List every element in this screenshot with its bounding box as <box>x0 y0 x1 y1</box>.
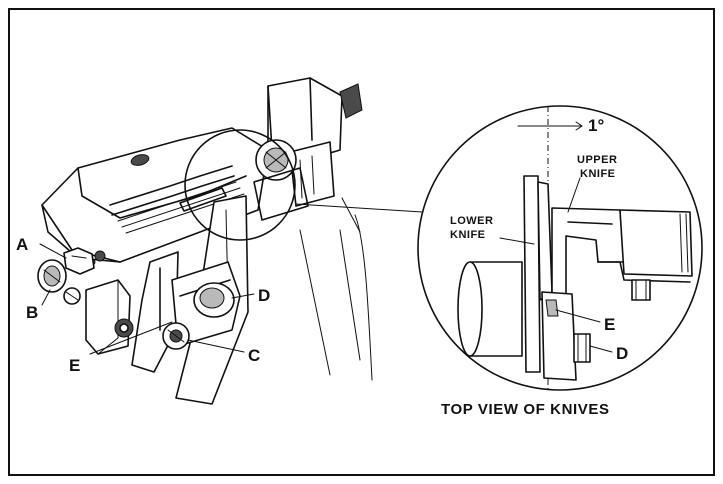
upper-knife <box>551 207 693 315</box>
shaft <box>457 261 523 357</box>
detail-circle <box>417 105 703 391</box>
lower-knife-label-2: KNIFE <box>450 229 486 241</box>
leader-b <box>41 289 51 306</box>
leader-lower-knife <box>499 237 535 245</box>
leader-a <box>39 243 67 259</box>
slot-hole <box>130 154 150 166</box>
detail-connector <box>295 203 423 213</box>
detail-label-d: D <box>616 344 628 363</box>
leader-d <box>231 293 255 299</box>
leader-detail-d <box>589 345 613 353</box>
detail-view: 1° <box>417 105 703 392</box>
screw-a <box>63 247 95 275</box>
leader-detail-e <box>555 309 601 323</box>
detail-label-e: E <box>604 315 615 334</box>
left-bracket <box>85 279 134 355</box>
leader-upper-knife <box>567 177 581 213</box>
leader-e <box>89 321 173 355</box>
clamp-plate <box>162 261 241 350</box>
leader-c <box>187 339 245 353</box>
callout-e: E <box>69 356 80 375</box>
clamp-block <box>541 291 591 381</box>
main-assembly-view: A B C D E <box>16 77 423 405</box>
angle-label: 1° <box>588 116 604 135</box>
upper-knife-housing <box>253 77 363 221</box>
outer-frame <box>8 8 715 476</box>
detail-caption: TOP VIEW OF KNIVES <box>441 401 610 418</box>
callout-d: D <box>258 286 270 305</box>
callout-c: C <box>248 346 260 365</box>
lower-knife-label-1: LOWER <box>450 215 493 227</box>
callout-b: B <box>26 303 38 322</box>
upper-knife-label-2: KNIFE <box>580 168 616 180</box>
lower-knife <box>523 175 553 373</box>
callout-a: A <box>16 235 28 254</box>
upper-knife-label-1: UPPER <box>577 154 617 166</box>
screw-b <box>37 259 81 305</box>
detail-marker-circle <box>184 129 296 241</box>
angle-arrow <box>517 121 583 131</box>
side-hole <box>94 250 106 262</box>
